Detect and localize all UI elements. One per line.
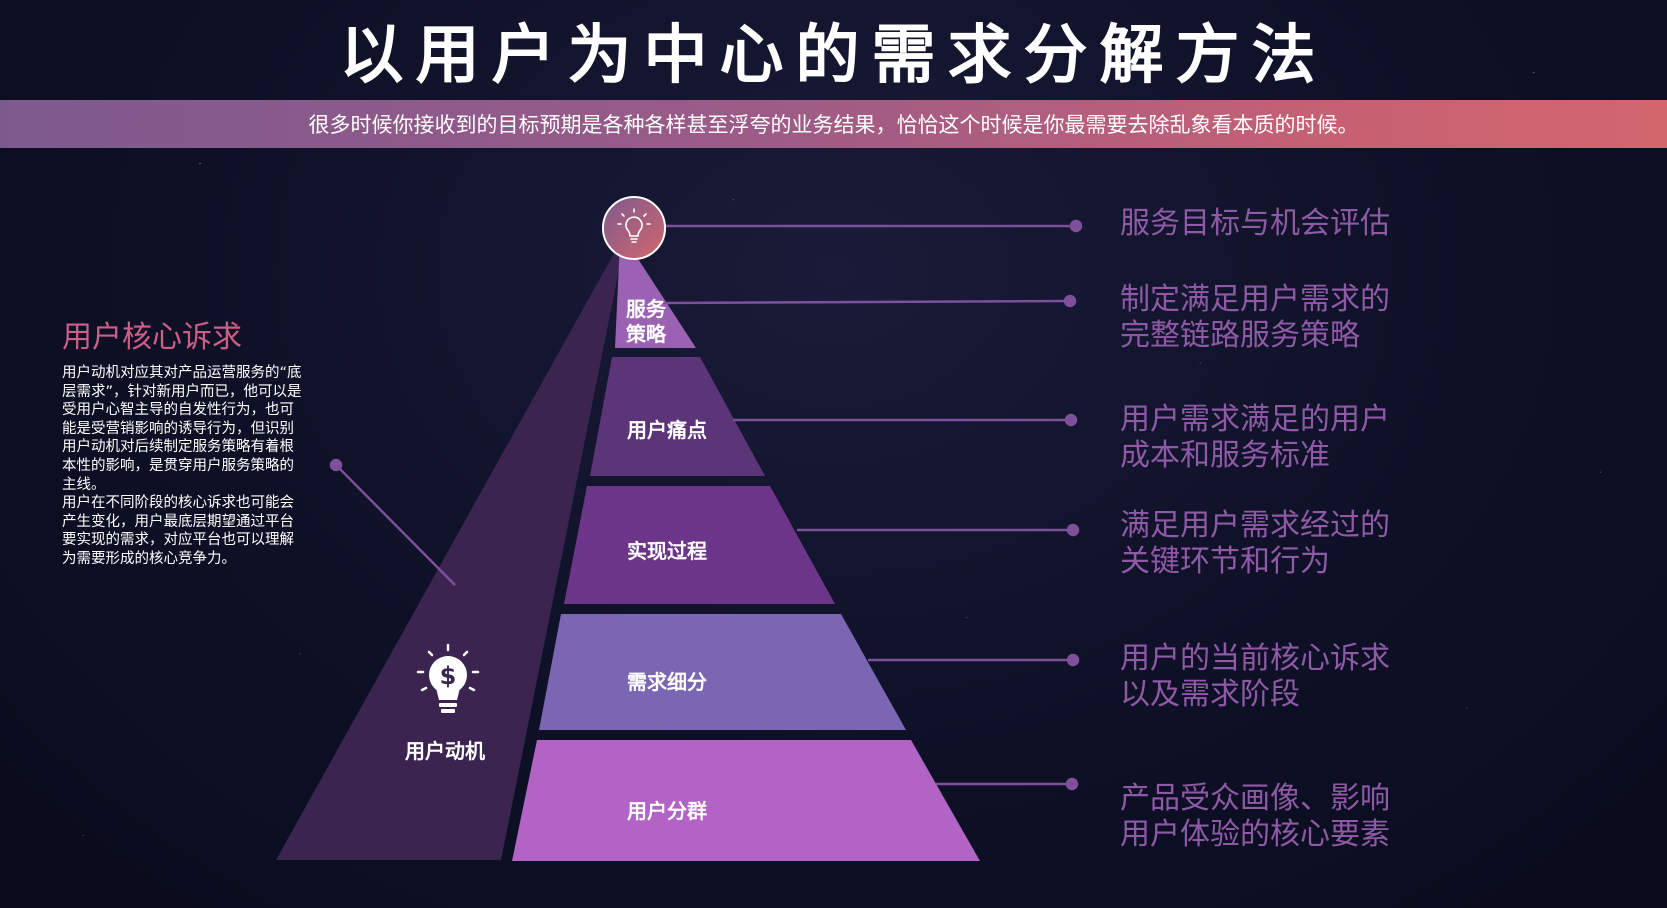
connector-dot-4 [1066,523,1080,537]
connector-dot-6 [1065,777,1079,791]
left-panel-paragraph-2: 用户在不同阶段的核心诉求也可能会产生变化，用户最底层期望通过平台要实现的需求，对… [62,495,294,567]
pyramid-left-face [276,230,627,860]
connector-dot-3 [1064,413,1078,427]
subtitle-banner: 很多时候你接收到的目标预期是各种各样甚至浮夸的业务结果，恰恰这个时候是你最需要去… [0,100,1667,148]
pyramid-layer-3 [564,486,835,604]
connector-dot-2 [1063,294,1077,308]
left-panel-body: 用户动机对应其对产品运营服务的“底层需求”，针对新用户而已，他可以是受用户心智主… [62,364,302,569]
pyramid-layer-4 [539,614,906,730]
dollar-lightbulb-icon: $ [416,643,480,713]
page-title: 以用户为中心的需求分解方法 [339,19,1328,93]
right-label-6: 产品受众画像、影响 用户体验的核心要素 [1120,781,1390,853]
connector-line-2 [661,299,1071,305]
subtitle-text: 很多时候你接收到的目标预期是各种各样甚至浮夸的业务结果，恰恰这个时候是你最需要去… [308,113,1359,137]
layer-label-3: 实现过程 [627,539,707,563]
left-panel-paragraph-1: 用户动机对应其对产品运营服务的“底层需求”，针对新用户而已，他可以是受用户心智主… [62,365,302,493]
left-panel-heading: 用户核心诉求 [62,320,242,355]
pyramid-layer-5 [512,740,980,861]
right-label-2: 制定满足用户需求的 完整链路服务策略 [1120,282,1390,354]
right-label-1: 服务目标与机会评估 [1120,206,1390,242]
right-label-4: 满足用户需求经过的 关键环节和行为 [1120,508,1390,580]
connector-dot-left [329,458,343,472]
right-label-3: 用户需求满足的用户 成本和服务标准 [1120,402,1390,474]
right-label-5-line-2: 以及需求阶段 [1120,677,1300,712]
right-label-3-line-2: 成本和服务标准 [1120,438,1330,473]
svg-text:$: $ [440,662,457,690]
motivation-label: 用户动机 [405,739,485,763]
right-label-6-line-2: 用户体验的核心要素 [1120,817,1390,852]
layer-label-2: 用户痛点 [627,418,707,442]
right-label-1-line-1: 服务目标与机会评估 [1120,206,1390,241]
pyramid-layer-2 [590,357,765,476]
right-label-4-line-2: 关键环节和行为 [1120,544,1330,579]
connector-dot-1 [1069,219,1083,233]
top-circle [602,196,666,260]
right-label-2-line-2: 完整链路服务策略 [1120,318,1360,353]
right-label-5: 用户的当前核心诉求 以及需求阶段 [1120,641,1390,713]
lightbulb-icon [617,208,651,243]
right-label-4-line-1: 满足用户需求经过的 [1120,508,1390,543]
pyramid-layer-1 [615,242,696,348]
layer-label-4: 需求细分 [627,670,707,694]
layer-label-1b: 策略 [626,322,667,346]
connector-line-left [335,464,456,586]
layer-label-5: 用户分群 [627,799,707,823]
right-label-2-line-1: 制定满足用户需求的 [1120,282,1390,317]
right-label-3-line-1: 用户需求满足的用户 [1120,402,1390,437]
layer-label-1a: 服务 [626,297,667,321]
right-label-5-line-1: 用户的当前核心诉求 [1120,641,1390,676]
connector-dot-5 [1066,653,1080,667]
right-label-6-line-1: 产品受众画像、影响 [1120,781,1390,816]
